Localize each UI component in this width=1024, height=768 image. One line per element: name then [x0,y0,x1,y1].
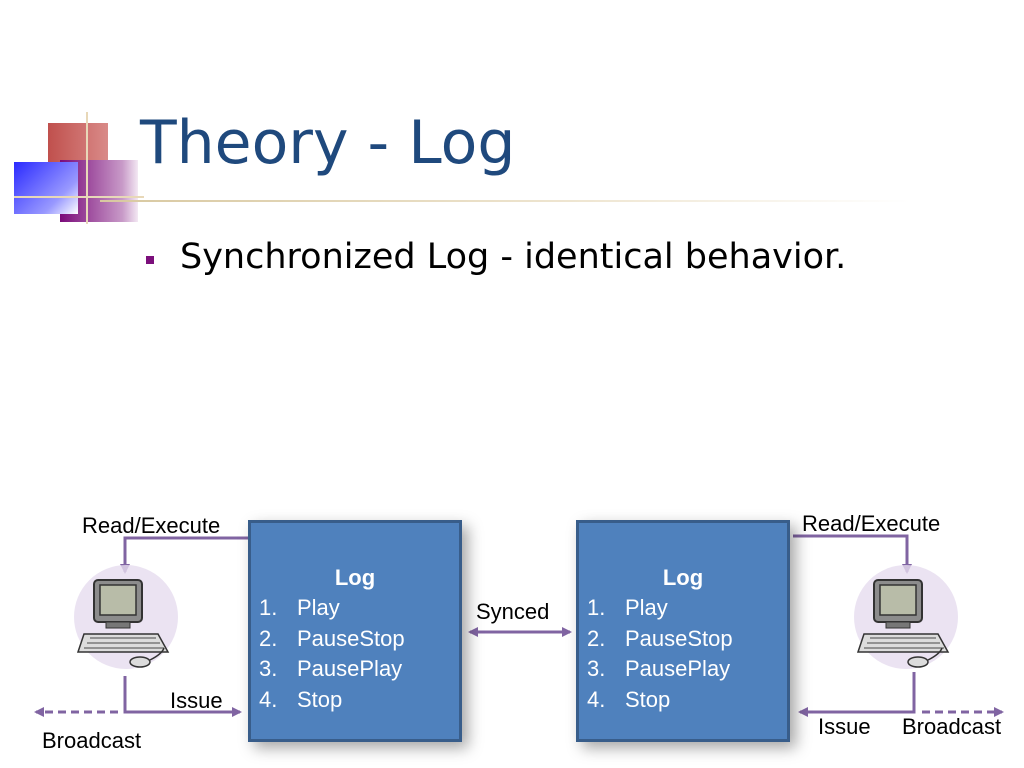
left-read-execute-label: Read/Execute [82,513,221,538]
left-log-header: Log [334,565,376,590]
right-read-connector [793,534,912,574]
right-broadcast-label: Broadcast [902,714,1002,739]
bullet-marker [146,256,154,264]
left-log-list: 1.Play 2.PauseStop 3.PausePlay 4.Stop [251,593,459,715]
left-computer-icon [74,565,178,669]
title-decoration-blue [14,162,78,214]
title-decoration-vline [86,112,88,224]
list-item: 4.Stop [587,686,671,712]
right-computer-icon [854,565,958,669]
left-read-connector [120,536,248,574]
left-issue-connector [123,676,242,717]
slide-title: Theory - Log [140,108,516,178]
list-item: 2.PauseStop [587,625,733,651]
right-issue-label: Issue [818,714,871,739]
bullet-text: Synchronized Log - identical behavior. [180,237,847,277]
list-item: 2.PauseStop [259,625,405,651]
list-item: 4.Stop [259,686,343,712]
list-item: 1.Play [259,595,340,620]
left-broadcast-label: Broadcast [42,728,142,753]
right-log-box: Log 1.Play 2.PauseStop 3.PausePlay 4.Sto… [576,520,790,742]
left-issue-label: Issue [170,688,223,713]
list-item: 3.PausePlay [259,656,403,681]
right-read-execute-label: Read/Execute [802,511,941,536]
list-item: 1.Play [587,595,668,620]
list-item: 3.PausePlay [587,656,731,681]
synced-label: Synced [476,599,550,624]
right-issue-connector [798,672,916,717]
title-rule [100,200,910,202]
right-log-list: 1.Play 2.PauseStop 3.PausePlay 4.Stop [579,593,787,715]
title-decoration-hline [14,196,144,198]
left-log-box: Log 1.Play 2.PauseStop 3.PausePlay 4.Sto… [248,520,462,742]
right-log-header: Log [662,565,704,590]
